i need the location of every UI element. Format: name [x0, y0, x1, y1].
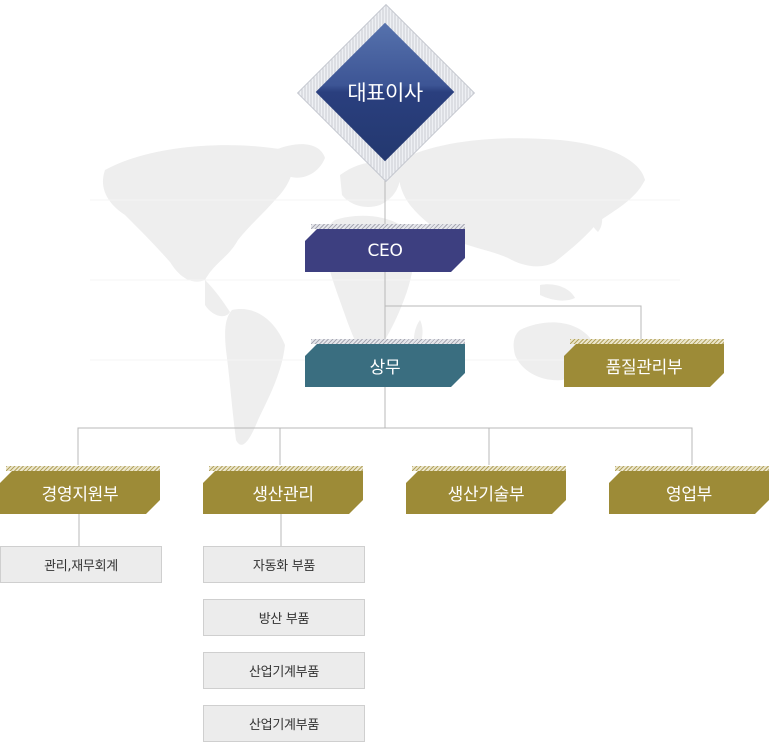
- box-stripe: [209, 466, 363, 471]
- executive-label: 상무: [305, 344, 465, 387]
- department-box-sales: 영업부: [609, 466, 769, 514]
- department-label: 경영지원부: [0, 471, 160, 514]
- box-stripe: [311, 224, 465, 229]
- ceo-box: CEO: [305, 224, 465, 272]
- department-box-production: 생산관리: [203, 466, 363, 514]
- quality-box: 품질관리부: [564, 339, 724, 387]
- box-stripe: [615, 466, 769, 471]
- sub-item-automation: 자동화 부품: [203, 546, 365, 583]
- sub-item-defense: 방산 부품: [203, 599, 365, 636]
- box-stripe: [570, 339, 724, 344]
- department-label: 생산관리: [203, 471, 363, 514]
- box-stripe: [311, 339, 465, 344]
- department-label: 생산기술부: [406, 471, 566, 514]
- ceo-label: CEO: [305, 229, 465, 272]
- department-box-engineering: 생산기술부: [406, 466, 566, 514]
- root-label: 대표이사: [347, 81, 423, 105]
- sub-item-industrial: 산업기계부품: [203, 705, 365, 742]
- sub-item-industrial: 산업기계부품: [203, 652, 365, 689]
- quality-label: 품질관리부: [564, 344, 724, 387]
- executive-box: 상무: [305, 339, 465, 387]
- box-stripe: [6, 466, 160, 471]
- box-stripe: [412, 466, 566, 471]
- department-label: 영업부: [609, 471, 769, 514]
- department-box-management: 경영지원부: [0, 466, 160, 514]
- ceo-root-diamond: 대표이사: [296, 3, 476, 183]
- sub-item-finance: 관리,재무회계: [0, 546, 162, 583]
